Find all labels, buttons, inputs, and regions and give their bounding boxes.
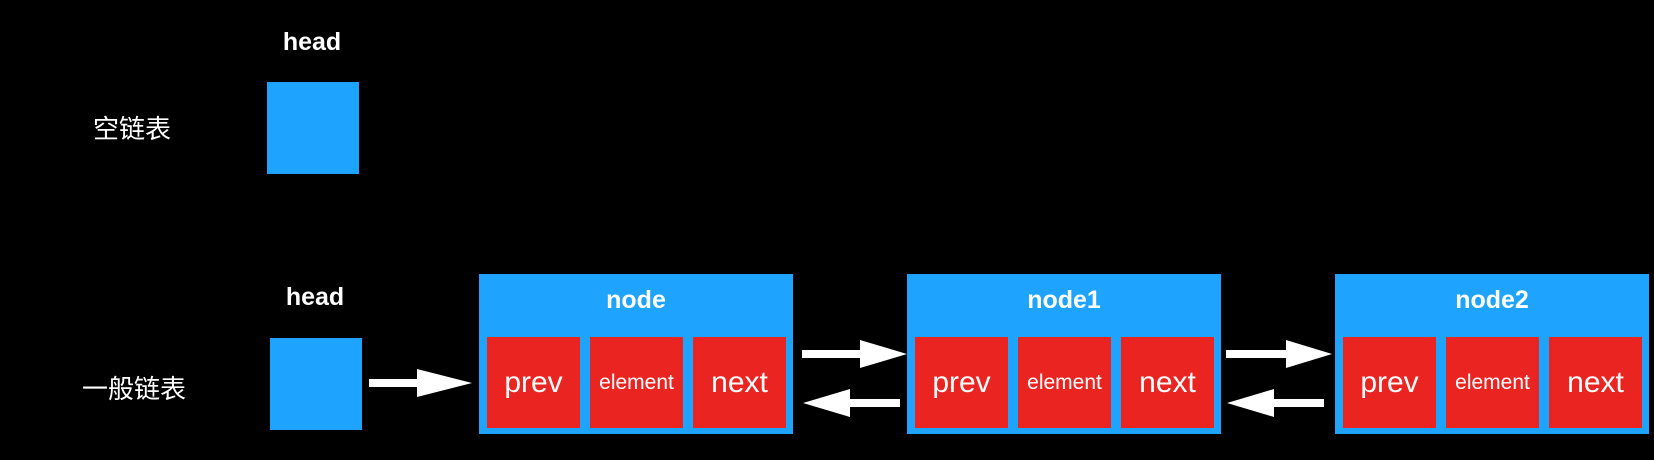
node1-title: node1 <box>1027 286 1101 314</box>
node1-element-field: element <box>1018 337 1111 428</box>
node2-prev-field: prev <box>1343 337 1436 428</box>
arrow-node1-to-node2-icon <box>1226 340 1332 368</box>
arrow-node-to-node1-icon <box>802 340 907 368</box>
node1-box: node1 prev element next <box>907 274 1221 434</box>
empty-list-head-label: head <box>282 28 342 56</box>
general-list-head-box <box>270 338 362 430</box>
node1-next-field: next <box>1121 337 1214 428</box>
node2-box: node2 prev element next <box>1335 274 1649 434</box>
node2-element-field: element <box>1446 337 1539 428</box>
node-title: node <box>606 286 666 314</box>
node-box: node prev element next <box>479 274 793 434</box>
general-list-head-label: head <box>285 283 345 311</box>
node2-next-field: next <box>1549 337 1642 428</box>
node1-prev-field: prev <box>915 337 1008 428</box>
node-element-field: element <box>590 337 683 428</box>
node2-title: node2 <box>1455 286 1529 314</box>
empty-list-head-box <box>267 82 359 174</box>
arrow-node1-to-node-icon <box>803 389 900 417</box>
arrow-head-to-node-icon <box>369 369 472 397</box>
node-next-field: next <box>693 337 786 428</box>
empty-list-label: 空链表 <box>93 114 172 144</box>
general-list-label: 一般链表 <box>82 374 187 404</box>
node-prev-field: prev <box>487 337 580 428</box>
arrow-node2-to-node1-icon <box>1227 389 1324 417</box>
